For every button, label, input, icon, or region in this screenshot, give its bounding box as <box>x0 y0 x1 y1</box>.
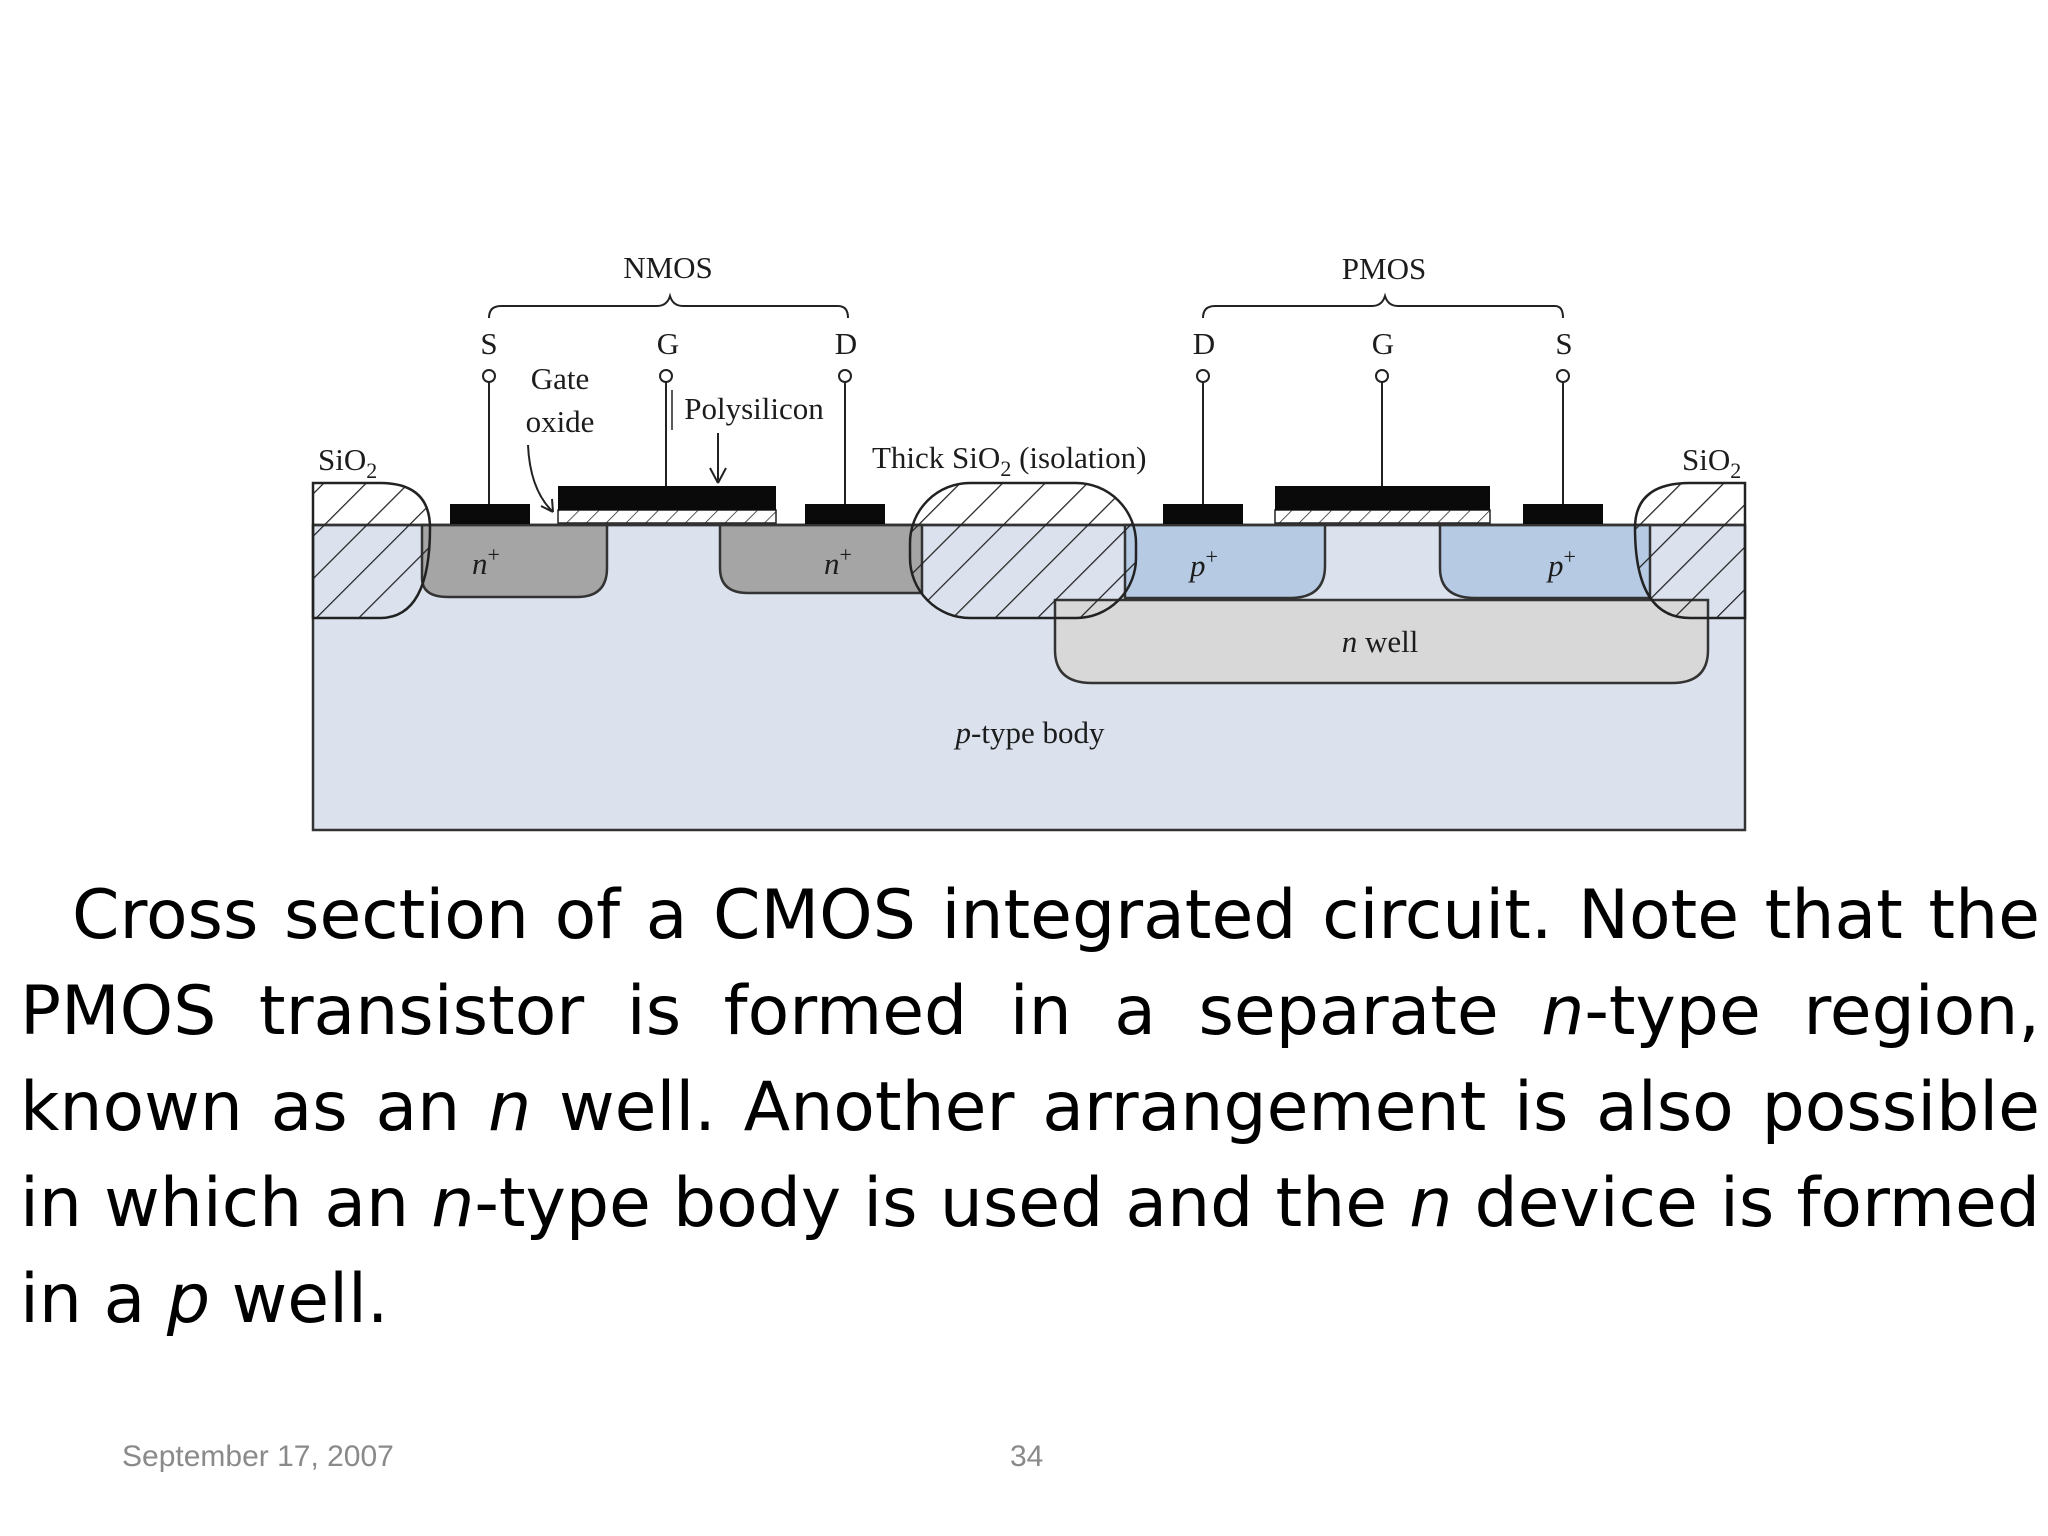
pmos-source-contact <box>1523 504 1603 524</box>
gate-oxide-label-line2: oxide <box>526 404 595 439</box>
nmos-drain-contact <box>805 504 885 524</box>
p-plus-drain-region <box>1123 523 1327 600</box>
p-plus-source-region <box>1438 523 1652 600</box>
nmos-source-terminal-label: S <box>480 326 497 361</box>
nmos-label: NMOS <box>623 250 713 285</box>
pmos-drain-contact <box>1163 504 1243 524</box>
p-type-body-label: p-type body <box>954 715 1105 750</box>
sio2-right-isolation <box>1633 481 1747 620</box>
nmos-polysilicon-gate <box>558 486 776 510</box>
nmos-source-contact <box>450 504 530 524</box>
sio2-left-isolation <box>311 481 432 620</box>
pmos-brace <box>1202 292 1564 319</box>
p-plus-drain-label: p+ <box>1188 544 1218 583</box>
pmos-gate-oxide <box>1274 509 1491 524</box>
sio2-left-label: SiO2 <box>318 442 377 483</box>
pmos-source-terminal-label: S <box>1555 326 1572 361</box>
footer-date: September 17, 2007 <box>122 1440 394 1473</box>
nmos-gate-oxide <box>557 509 777 524</box>
n-plus-source-region <box>420 523 609 599</box>
nmos-brace <box>488 292 849 319</box>
gate-oxide-arrow <box>527 444 554 513</box>
gate-oxide-label-line1: Gate <box>531 361 590 396</box>
pmos-polysilicon-gate <box>1275 486 1490 510</box>
thick-sio2-label: Thick SiO2 (isolation) <box>872 440 1146 481</box>
gate-oxide-arrowhead <box>540 498 554 513</box>
terminal-wires <box>482 369 1570 504</box>
pmos-label: PMOS <box>1342 251 1426 286</box>
nmos-gate-terminal-label: G <box>657 326 679 361</box>
n-well-label: n well <box>1342 624 1419 659</box>
sio2-right-label: SiO2 <box>1682 442 1741 483</box>
polysilicon-label: Polysilicon <box>684 391 824 426</box>
figure-caption: Cross section of a CMOS integrated circu… <box>20 876 2040 1339</box>
pmos-drain-terminal-label: D <box>1193 326 1215 361</box>
page-number: 34 <box>1010 1440 1044 1473</box>
n-plus-drain-region <box>718 523 924 595</box>
n-plus-source-label: n+ <box>472 542 500 581</box>
nmos-drain-terminal-label: D <box>835 326 857 361</box>
cmos-cross-section-diagram: NMOS PMOS S G D D G S Gate oxide Polysil… <box>311 250 1747 832</box>
thick-sio2-isolation <box>908 481 1138 620</box>
n-well <box>1053 598 1710 685</box>
pmos-gate-terminal-label: G <box>1372 326 1394 361</box>
p-plus-source-label: p+ <box>1546 544 1576 583</box>
n-plus-drain-label: n+ <box>824 542 852 581</box>
polysilicon-arrowhead <box>709 467 727 484</box>
